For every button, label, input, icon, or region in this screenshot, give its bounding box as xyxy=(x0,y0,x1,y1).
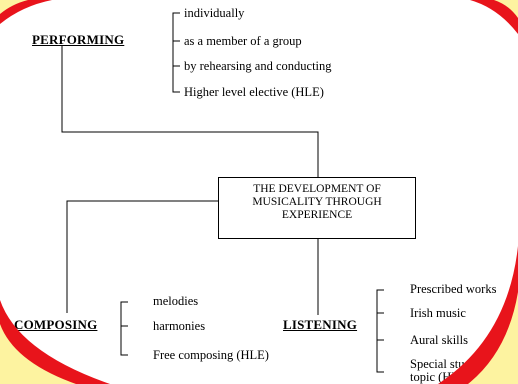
center-line: MUSICALITY THROUGH xyxy=(252,196,382,208)
listening-item: Prescribed works xyxy=(410,282,497,296)
composing-connector xyxy=(66,200,218,313)
performing-item: by rehearsing and conducting xyxy=(184,59,332,73)
performing-connector xyxy=(61,46,319,177)
center-line: THE DEVELOPMENT OF xyxy=(253,183,381,195)
composing-item: melodies xyxy=(153,294,199,308)
center-line: EXPERIENCE xyxy=(281,209,353,221)
performing-item: Higher level elective (HLE) xyxy=(184,85,324,99)
listening-item: topic (HLE) xyxy=(410,370,471,384)
listening-heading: LISTENING xyxy=(283,317,358,332)
listening-item: Special study xyxy=(410,357,478,371)
performing-bracket xyxy=(172,12,180,93)
composing-heading: COMPOSING xyxy=(14,317,98,332)
listening-item: Irish music xyxy=(410,306,466,320)
listening-bracket xyxy=(376,289,384,373)
composing-item: harmonies xyxy=(153,319,206,333)
center-box: THE DEVELOPMENT OF MUSICALITY THROUGH EX… xyxy=(218,177,416,239)
performing-heading: PERFORMING xyxy=(32,32,125,47)
performing-item: as a member of a group xyxy=(184,34,302,48)
performing-item: individually xyxy=(184,6,245,20)
composing-item: Free composing (HLE) xyxy=(153,348,269,362)
listening-item: Aural skills xyxy=(410,333,468,347)
composing-bracket xyxy=(120,301,128,356)
